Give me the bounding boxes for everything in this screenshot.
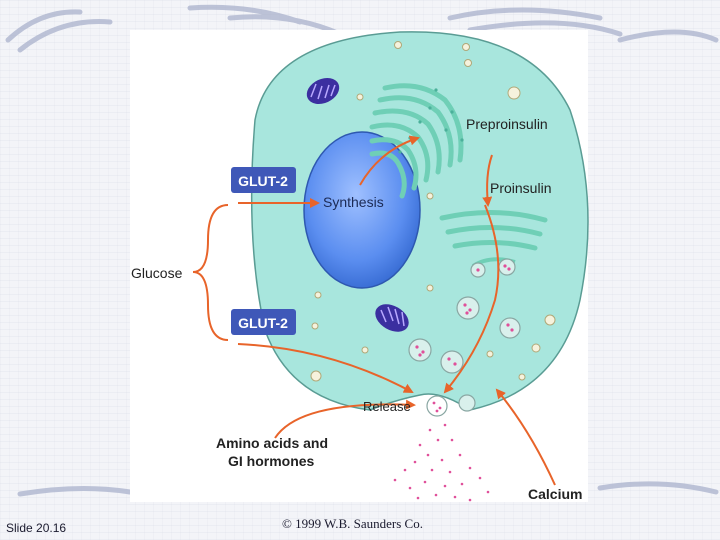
ribosome-dots <box>398 88 464 154</box>
glut2-bottom-label: GLUT-2 <box>238 315 288 331</box>
amino-acids-label: Amino acids and <box>216 435 328 451</box>
arrow-amino-to-release <box>274 399 416 439</box>
release-granule <box>426 395 448 417</box>
glucose-bracket-top <box>192 204 229 273</box>
proinsulin-label: Proinsulin <box>490 180 551 196</box>
preproinsulin-label: Preproinsulin <box>466 116 548 132</box>
slide-number: Slide 20.16 <box>6 521 67 535</box>
arrow-pre-to-proinsulin <box>482 154 493 207</box>
release-label: Release <box>363 399 411 414</box>
granule-cores <box>415 264 514 366</box>
glucose-label: Glucose <box>131 265 183 281</box>
small-vesicles <box>310 41 556 382</box>
glut2-top-box <box>231 167 296 193</box>
released-insulin-dots <box>393 401 490 502</box>
pathway-arrows <box>192 135 556 486</box>
glut2-bottom-box <box>231 309 296 335</box>
arrow-synthesis-to-er <box>359 135 420 186</box>
arrow-calcium <box>495 388 556 486</box>
calcium-label: Calcium <box>528 486 582 502</box>
mitochondrion-top <box>306 77 340 105</box>
synthesis-label: Synthesis <box>323 194 384 210</box>
mitochondrion-bottom <box>375 304 409 332</box>
glut2-top-label: GLUT-2 <box>238 173 288 189</box>
gi-hormones-label: GI hormones <box>228 453 315 469</box>
arrow-glut-to-release <box>237 343 414 393</box>
glucose-bracket-bottom <box>192 271 229 341</box>
copyright-notice: © 1999 W.B. Saunders Co. <box>282 516 423 531</box>
nucleus <box>303 131 421 289</box>
arrow-proinsulin-to-release <box>443 204 500 394</box>
secretory-granules <box>408 258 521 412</box>
